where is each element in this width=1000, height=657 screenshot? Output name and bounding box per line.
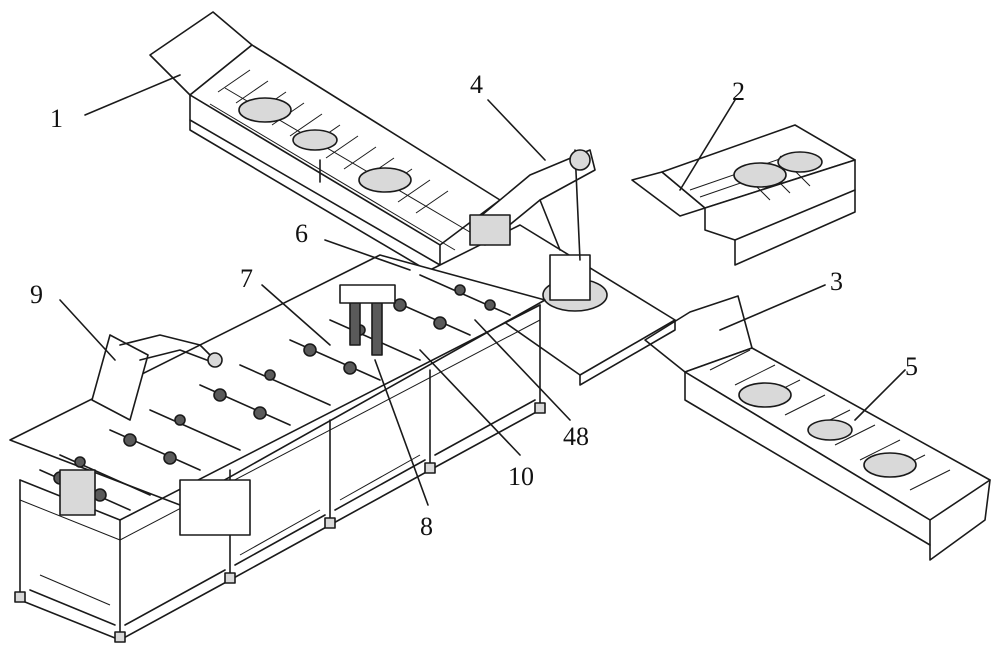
- label-8: 8: [420, 512, 433, 541]
- label-1: 1: [50, 104, 63, 133]
- label-48: 48: [563, 422, 589, 451]
- label-5: 5: [905, 352, 918, 381]
- label-3: 3: [830, 267, 843, 296]
- label-7: 7: [240, 264, 253, 293]
- roller-stations: [39, 274, 511, 536]
- label-4: 4: [470, 70, 483, 99]
- conveyor-2: [631, 124, 856, 266]
- label-2: 2: [732, 77, 745, 106]
- callout-labels: 1 2 3 4 5 6 7 8 9 10 48: [30, 70, 918, 541]
- main-frame: [9, 254, 546, 643]
- conveyor-3: [644, 295, 991, 561]
- label-9: 9: [30, 280, 43, 309]
- label-6: 6: [295, 219, 308, 248]
- robot-arm-4: [429, 149, 676, 386]
- conveyor-1: [149, 11, 501, 279]
- label-10: 10: [508, 462, 534, 491]
- leader-lines: [59, 74, 906, 506]
